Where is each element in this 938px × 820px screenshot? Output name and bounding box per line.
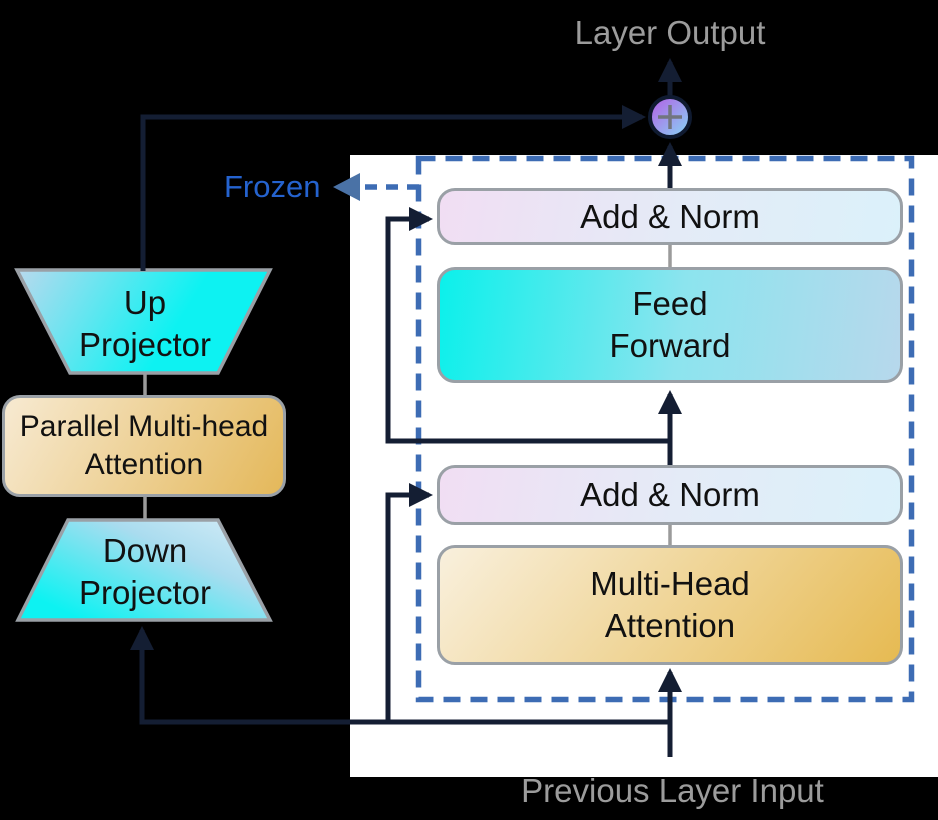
sum-node [648,95,692,139]
add-norm-top-box: Add & Norm [437,188,903,245]
flow-arrows [130,58,682,757]
down-projector-shape [15,518,273,622]
up-projector-label: Up Projector [78,284,212,363]
layer-output-label: Layer Output [574,14,766,51]
frozen-arrow [333,173,419,201]
plus-icon [658,105,682,129]
arrow-input-to-down-projector [130,626,670,725]
arrow-residual-upper [385,207,670,444]
feed-forward-box: Feed Forward [437,267,903,383]
up-projector-shape [14,268,273,375]
down-projector-label: Down Projector [78,532,212,611]
frozen-label: Frozen [224,169,321,204]
arrow-residual-lower [385,483,433,722]
arrow-adapter-to-sum [140,105,646,271]
parallel-attention-box: Parallel Multi-head Attention [2,395,286,497]
multi-head-attention-box: Multi-Head Attention [437,545,903,665]
add-norm-bottom-box: Add & Norm [437,465,903,525]
block-connectors [143,245,672,545]
previous-layer-input-label: Previous Layer Input [521,772,824,809]
